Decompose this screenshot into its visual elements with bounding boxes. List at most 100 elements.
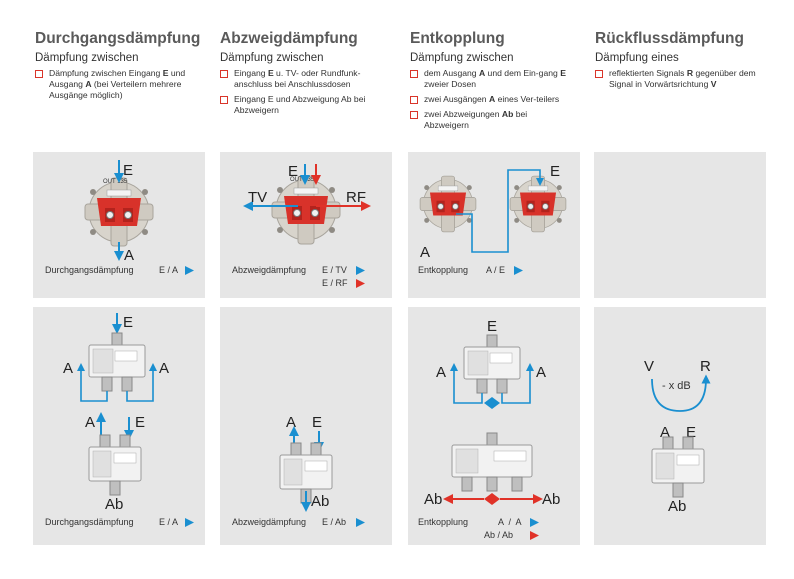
panel-diagram: E A Entkopplung A / E (418, 163, 567, 275)
panel-durchgang-splitter: E A A A E Ab Durchgangsdämpfung E / A (33, 307, 205, 545)
column-subtitle: Dämpfung zwischen (410, 52, 514, 64)
blue-triangle-icon (356, 518, 365, 527)
blue-triangle-icon (185, 266, 194, 275)
caption: Abzweigdämpfung (232, 265, 306, 275)
label-db: - x dB (662, 380, 691, 392)
label-ab: Ab (105, 496, 123, 513)
column-title: Rückflussdämpfung (595, 30, 744, 47)
bullet-item: Eingang E und Abzweigung Ab bei Abzweige… (220, 94, 388, 116)
blue-triangle-icon (356, 266, 365, 275)
label-e: E (550, 163, 560, 180)
label-a-left: A (63, 360, 73, 377)
label-tv: TV (248, 189, 267, 206)
caption: Durchgangsdämpfung (45, 265, 134, 275)
panel-entkopplung-splitter: E A A Ab Ab Entkopplung A / A Ab / Ab (408, 307, 580, 545)
panel-diagram: E A A A E Ab Durchgangsdämpfung E / A (45, 313, 194, 527)
caption: Abzweigdämpfung (232, 517, 306, 527)
blue-triangle-icon (185, 518, 194, 527)
caption: Entkopplung (418, 517, 468, 527)
bullet-list: Dämpfung zwischen Eingang E und Ausgang … (35, 68, 203, 105)
label-ab: Ab (668, 498, 686, 515)
splitter-image (88, 332, 146, 392)
panel-empty (594, 152, 766, 298)
bullet-item: zwei Abzweigungen Ab bei Abzweigern (410, 109, 570, 131)
bullet-list: reflektierten Signals R gegenüber dem Si… (595, 68, 765, 94)
panel-rueckfluss: V R - x dB A E Ab (594, 307, 766, 545)
coupling-path (456, 169, 544, 253)
label-e: E (123, 162, 133, 179)
outlet-image (84, 177, 154, 247)
panel-abzweig-tapper: A E Ab Abzweigdämpfung E / Ab (220, 307, 392, 545)
tapper-image (88, 434, 142, 496)
bullet-item: Dämpfung zwischen Eingang E und Ausgang … (35, 68, 203, 101)
outlet-left (419, 175, 477, 233)
value-label-a: A / A (498, 517, 522, 527)
panel-entkopplung-outlets: E A Entkopplung A / E (408, 152, 580, 298)
value-label: E / A (159, 517, 178, 527)
bullet-item: reflektierten Signals R gegenüber dem Si… (595, 68, 765, 90)
caption: Durchgangsdämpfung (45, 517, 134, 527)
output-left-arrow (450, 363, 483, 404)
label-a-right: A (536, 364, 546, 381)
label-a: A (124, 247, 134, 264)
outlet-right (509, 175, 567, 233)
label-e: E (288, 163, 298, 180)
blue-triangle-icon (530, 518, 539, 527)
label-ab-left: Ab (424, 491, 442, 508)
splitter-image (463, 334, 521, 394)
label-e: E (312, 414, 322, 431)
output-left-arrow (77, 363, 108, 402)
bullet-item: dem Ausgang A und dem Ein-gang E zweier … (410, 68, 570, 90)
column-title: Entkopplung (410, 30, 505, 47)
label-e: E (487, 318, 497, 335)
panel-diagram: A E Ab Abzweigdämpfung E / Ab (232, 414, 365, 527)
bullet-list: dem Ausgang A und dem Ein-gang E zweier … (410, 68, 570, 135)
panel-diagram: E A A Ab Ab Entkopplung A / A Ab / Ab (418, 318, 560, 540)
label-a-right: A (159, 360, 169, 377)
panel-diagram: OUT 135 E TV RF Abzweigdämpfung E / TV E… (232, 163, 371, 288)
device-label: OUT 135 (103, 179, 128, 185)
red-triangle-icon (530, 531, 539, 540)
panel-diagram: OUT 135 E A Durchgangsdämpfung E / A (45, 160, 194, 275)
value-label-tv: E / TV (322, 265, 347, 275)
label-ab: Ab (311, 493, 329, 510)
panel-diagram: V R - x dB A E Ab (644, 358, 711, 515)
column-title: Durchgangsdämpfung (35, 30, 201, 47)
bullet-item: Eingang E u. TV- oder Rundfunk-anschluss… (220, 68, 388, 90)
blue-diamond-icon (484, 397, 500, 409)
label-a-left: A (436, 364, 446, 381)
tapper-image (451, 432, 533, 492)
label-a: A (420, 244, 430, 261)
value-label: E / A (159, 265, 178, 275)
tapper-image (651, 436, 705, 498)
output-right-arrow (126, 363, 157, 402)
label-a: A (286, 414, 296, 431)
caption: Entkopplung (418, 265, 468, 275)
label-v: V (644, 358, 654, 375)
outlet-image (271, 175, 341, 245)
red-diamond-icon (484, 493, 500, 505)
reflection-arrow (651, 374, 711, 412)
bullet-item: zwei Ausgängen A eines Ver-teilers (410, 94, 570, 105)
value-label-ab: Ab / Ab (484, 530, 513, 540)
red-triangle-icon (356, 279, 365, 288)
label-tap-e: E (135, 414, 145, 431)
label-rf: RF (346, 189, 366, 206)
output-right-arrow (501, 363, 534, 404)
label-r: R (700, 358, 711, 375)
label-e: E (686, 424, 696, 441)
bullet-list: Eingang E u. TV- oder Rundfunk-anschluss… (220, 68, 388, 120)
value-label: A / E (486, 265, 505, 275)
column-subtitle: Dämpfung zwischen (220, 52, 324, 64)
value-label: E / Ab (322, 517, 346, 527)
column-subtitle: Dämpfung zwischen (35, 52, 139, 64)
blue-triangle-icon (514, 266, 523, 275)
label-tap-a: A (85, 414, 95, 431)
value-label-rf: E / RF (322, 278, 348, 288)
label-a: A (660, 424, 670, 441)
column-subtitle: Dämpfung eines (595, 52, 679, 64)
label-e: E (123, 314, 133, 331)
label-ab-right: Ab (542, 491, 560, 508)
column-title: Abzweigdämpfung (220, 30, 358, 47)
panel-durchgang-outlet: OUT 135 E A Durchgangsdämpfung E / A (33, 152, 205, 298)
